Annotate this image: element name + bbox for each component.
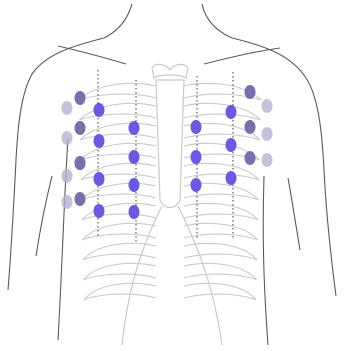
electrode-left-third-2 (94, 134, 105, 148)
electrode-right-outer-1 (262, 99, 273, 113)
rib-left (84, 283, 156, 300)
electrode-left-inner-2 (129, 150, 140, 164)
electrode-right-inner-2 (191, 150, 202, 164)
flank-left (58, 138, 68, 340)
electrode-left-outer-1 (62, 101, 73, 115)
rib-left (81, 163, 156, 180)
electrode-right-inner-1 (191, 120, 202, 134)
electrode-left-second-3 (75, 156, 86, 170)
electrode-left-second-0 (75, 91, 86, 105)
shoulder-left (8, 38, 104, 290)
flank-right (263, 176, 268, 345)
electrode-right-inner-3 (191, 178, 202, 192)
electrode-left-second-1 (75, 121, 86, 135)
rib-right (184, 163, 259, 180)
electrode-right-outer-2 (262, 127, 273, 141)
electrode-left-inner-3 (129, 178, 140, 192)
electrode-left-inner-1 (129, 121, 140, 135)
sternum (156, 80, 184, 208)
rib-left (79, 83, 156, 100)
electrode-right-third-3 (226, 171, 237, 185)
rib-left (80, 123, 156, 140)
dotted-guide-lines (98, 70, 233, 242)
rib-right (184, 223, 258, 240)
electrode-left-outer-4 (62, 195, 73, 209)
rib-right (184, 263, 257, 280)
electrode-left-second-4 (75, 192, 86, 206)
electrode-left-outer-3 (62, 169, 73, 183)
electrode-left-third-3 (94, 172, 105, 186)
electrode-right-third-2 (226, 138, 237, 152)
neck-right (202, 4, 232, 38)
electrodes (62, 85, 273, 219)
electrode-left-third-4 (94, 204, 105, 218)
rib-right (184, 243, 257, 260)
collarbone-left (58, 46, 126, 64)
electrode-left-inner-4 (129, 205, 140, 219)
rib-right (184, 203, 258, 220)
collarbone-right (204, 48, 280, 64)
rib-left (80, 143, 156, 160)
electrode-left-outer-2 (62, 131, 73, 145)
electrode-left-third-1 (94, 103, 105, 117)
clavicle-notch (152, 64, 188, 78)
rib-left (83, 263, 156, 280)
electrode-right-second-2 (245, 151, 256, 165)
rib-left (82, 203, 156, 220)
armpit-left (36, 176, 52, 256)
electrode-right-second-1 (245, 120, 256, 134)
neck-left (104, 4, 132, 38)
electrode-right-second-0 (245, 85, 256, 99)
rib-left (82, 223, 156, 240)
body-outline (8, 4, 336, 345)
rib-right (184, 283, 256, 300)
electrode-right-third-1 (226, 105, 237, 119)
rib-right (184, 103, 261, 120)
rib-left (81, 183, 156, 200)
electrode-right-outer-3 (262, 153, 273, 167)
rib-left (79, 103, 156, 120)
armpit-right (288, 178, 300, 250)
